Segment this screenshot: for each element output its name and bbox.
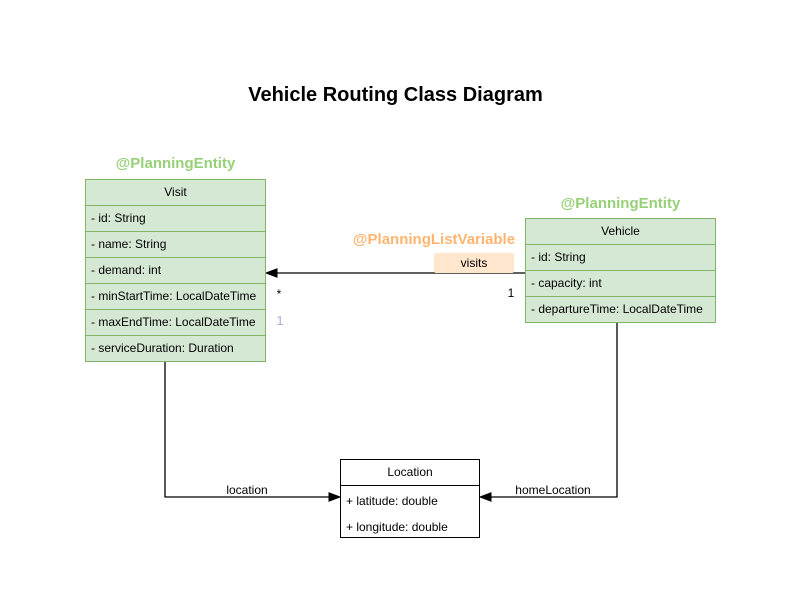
vehicle-member-id: - id: String (526, 244, 715, 270)
vehicle-class: Vehicle - id: String - capacity: int - d… (525, 218, 716, 323)
vehicle-planning-entity-annotation: @PlanningEntity (560, 195, 681, 212)
visit-member-minstarttime: - minStartTime: LocalDateTime (86, 283, 265, 309)
vehicle-member-departuretime: - departureTime: LocalDateTime (526, 296, 715, 322)
location-class-body: + latitude: double + longitude: double (341, 485, 479, 540)
visits-source-multiplicity: 1 (507, 286, 515, 300)
visit-member-maxendtime: - maxEndTime: LocalDateTime (86, 309, 265, 335)
visit-member-demand: - demand: int (86, 257, 265, 283)
visit-member-id: - id: String (86, 205, 265, 231)
visit-planning-entity-annotation: @PlanningEntity (115, 155, 236, 172)
arrowhead-left-icon (264, 268, 278, 278)
vehicle-member-capacity: - capacity: int (526, 270, 715, 296)
visits-extra-multiplicity: 1 (276, 313, 284, 328)
vehicle-class-name: Vehicle (601, 224, 640, 238)
homelocation-association-line (478, 322, 618, 502)
visit-class: Visit - id: String - name: String - dema… (85, 179, 266, 362)
visit-member-name: - name: String (86, 231, 265, 257)
location-class-name: Location (387, 465, 433, 479)
planning-list-variable-annotation: @PlanningListVariable (352, 231, 516, 248)
arrowhead-right-icon (328, 492, 342, 502)
visits-target-multiplicity: * (276, 287, 282, 301)
visits-edge-label: visits (434, 253, 514, 273)
homelocation-edge-label: homeLocation (515, 483, 591, 497)
location-association-line (164, 362, 342, 502)
location-class: Location + latitude: double + longitude:… (340, 459, 480, 538)
arrowhead-left-icon (478, 492, 492, 502)
diagram-title: Vehicle Routing Class Diagram (248, 84, 543, 106)
location-edge-label: location (226, 483, 268, 497)
location-member-longitude: + longitude: double (346, 520, 448, 534)
visit-member-serviceduration: - serviceDuration: Duration (86, 335, 265, 361)
location-member-latitude: + latitude: double (346, 494, 438, 508)
visits-association-line (264, 268, 525, 278)
visit-class-name: Visit (164, 185, 187, 199)
